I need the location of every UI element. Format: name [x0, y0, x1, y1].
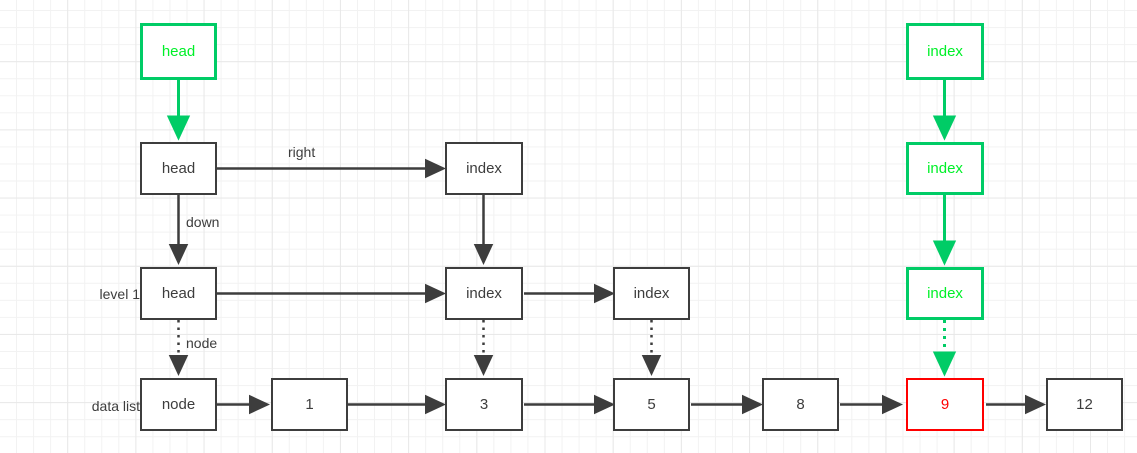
node-label: 8	[796, 396, 805, 413]
node-data-node[interactable]: node	[140, 378, 217, 431]
node-level2-index-1[interactable]: index	[445, 142, 523, 195]
node-data-1[interactable]: 1	[271, 378, 348, 431]
node-data-5[interactable]: 5	[613, 378, 690, 431]
node-level2-head[interactable]: head	[140, 142, 217, 195]
node-label: 12	[1076, 396, 1093, 413]
edge-label-right: right	[288, 144, 316, 160]
node-label: head	[161, 43, 196, 60]
node-level1-index-2[interactable]: index	[613, 267, 690, 320]
node-level1-index-1[interactable]: index	[445, 267, 523, 320]
node-new-index-pointer[interactable]: index	[906, 23, 984, 80]
node-label: head	[161, 160, 196, 177]
row-label-data-list: data list	[91, 398, 140, 414]
node-label: head	[161, 285, 196, 302]
node-label: 1	[305, 396, 314, 413]
node-new-index-level2[interactable]: index	[906, 142, 984, 195]
node-head-pointer[interactable]: head	[140, 23, 217, 80]
node-label: 3	[479, 396, 489, 413]
row-label-level-1: level 1	[99, 286, 140, 302]
node-label: index	[466, 285, 502, 302]
node-data-12[interactable]: 12	[1046, 378, 1123, 431]
node-label: index	[927, 285, 963, 302]
node-label: 5	[647, 396, 656, 413]
node-level1-head[interactable]: head	[140, 267, 217, 320]
node-label: node	[161, 396, 196, 413]
node-new-index-level1[interactable]: index	[906, 267, 984, 320]
edge-label-down: down	[186, 214, 220, 230]
node-label: 9	[940, 396, 950, 413]
node-label: index	[633, 285, 670, 302]
node-label: index	[466, 160, 502, 177]
node-label: index	[927, 43, 963, 60]
node-data-3[interactable]: 3	[445, 378, 523, 431]
node-data-9[interactable]: 9	[906, 378, 984, 431]
node-label: index	[927, 160, 963, 177]
node-data-8[interactable]: 8	[762, 378, 839, 431]
edge-label-node: node	[186, 335, 218, 351]
